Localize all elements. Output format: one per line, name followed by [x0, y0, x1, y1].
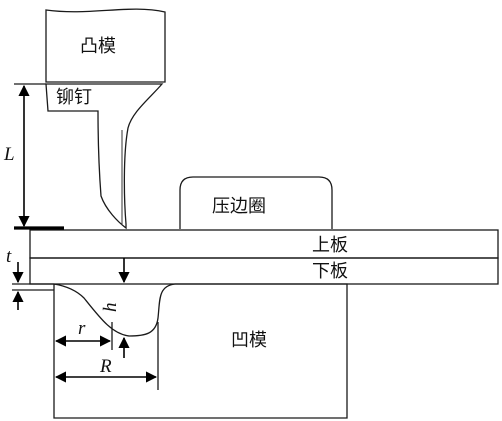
h-label: h	[100, 303, 121, 313]
lower-sheet	[29, 257, 499, 285]
rivet	[45, 83, 164, 230]
punch-label: 凸模	[80, 36, 116, 57]
r-label: r	[78, 318, 86, 339]
upper-sheet-label: 上板	[312, 235, 348, 256]
punch	[45, 8, 166, 83]
R-label: R	[99, 356, 112, 377]
t-label: t	[6, 246, 12, 267]
L-label: L	[3, 144, 15, 165]
upper-sheet	[29, 229, 499, 259]
blank-holder-label: 压边圈	[212, 196, 266, 217]
die-label: 凹模	[231, 330, 267, 351]
rivet-label: 铆钉	[56, 87, 92, 108]
blank-holder	[179, 176, 333, 229]
die	[53, 283, 348, 419]
lower-sheet-label: 下板	[312, 261, 348, 282]
